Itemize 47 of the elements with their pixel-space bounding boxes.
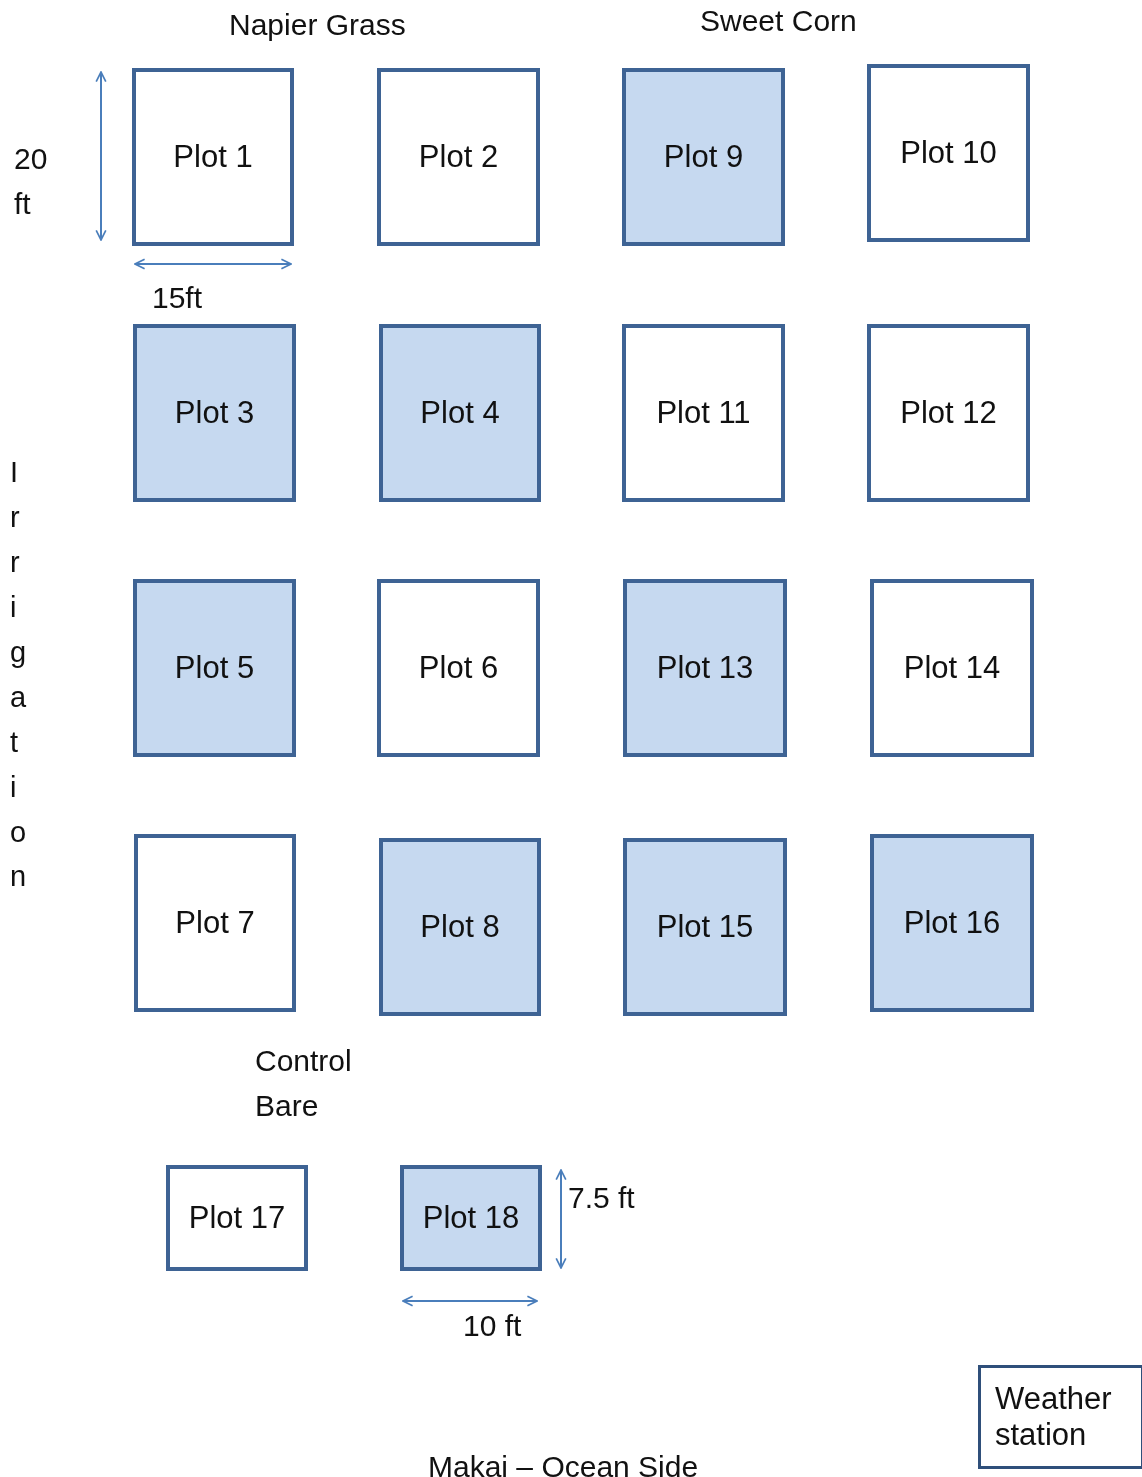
text-label: 7.5 ft [568, 1180, 635, 1216]
side-label: Irrigation [10, 455, 46, 895]
plot-label: Plot 14 [903, 650, 1001, 686]
plot-label: Plot 11 [656, 395, 751, 431]
plot-label: Plot 13 [656, 650, 754, 686]
text-label: Makai – Ocean Side [428, 1449, 699, 1477]
plot-box [133, 579, 296, 757]
plot-label: Plot 3 [174, 395, 255, 431]
plot-label: Plot 7 [175, 905, 255, 941]
text-label: 15ft [152, 280, 203, 316]
plot-box [870, 579, 1034, 757]
plot-box [379, 838, 541, 1016]
text-label: Napier Grass [229, 7, 406, 43]
station-label: Weather station [995, 1381, 1113, 1453]
plot-box [377, 579, 540, 757]
plot-label: Plot 17 [188, 1200, 286, 1236]
station-box [978, 1365, 1142, 1469]
plot-label: Plot 1 [173, 139, 253, 175]
plot-box [132, 68, 294, 246]
plot-box [377, 68, 540, 246]
plot-box [400, 1165, 542, 1271]
plot-label: Plot 5 [174, 650, 255, 686]
plot-box [867, 64, 1030, 242]
plot-label: Plot 15 [656, 909, 754, 945]
plot-label: Plot 4 [420, 395, 500, 431]
plot-label: Plot 18 [422, 1200, 520, 1236]
plot-box [623, 579, 787, 757]
plot-label: Plot 6 [418, 650, 499, 686]
plot-box [623, 838, 787, 1016]
plot-label: Plot 2 [418, 139, 499, 175]
plot-label: Plot 10 [900, 135, 997, 171]
plot-box [870, 834, 1034, 1012]
text-label: Sweet Corn [700, 3, 857, 39]
plot-label: Plot 16 [903, 905, 1001, 941]
plot-box [379, 324, 541, 502]
text-label: 20 ft [14, 141, 49, 222]
text-label: Control Bare [255, 1043, 353, 1124]
plot-box [134, 834, 296, 1012]
plot-label: Plot 9 [663, 139, 744, 175]
plot-label: Plot 12 [900, 395, 997, 431]
plot-label: Plot 8 [420, 909, 500, 945]
plot-box [622, 324, 785, 502]
plot-box [867, 324, 1030, 502]
plot-box [133, 324, 296, 502]
text-label: 10 ft [463, 1308, 522, 1344]
plot-box [166, 1165, 308, 1271]
plot-box [622, 68, 785, 246]
